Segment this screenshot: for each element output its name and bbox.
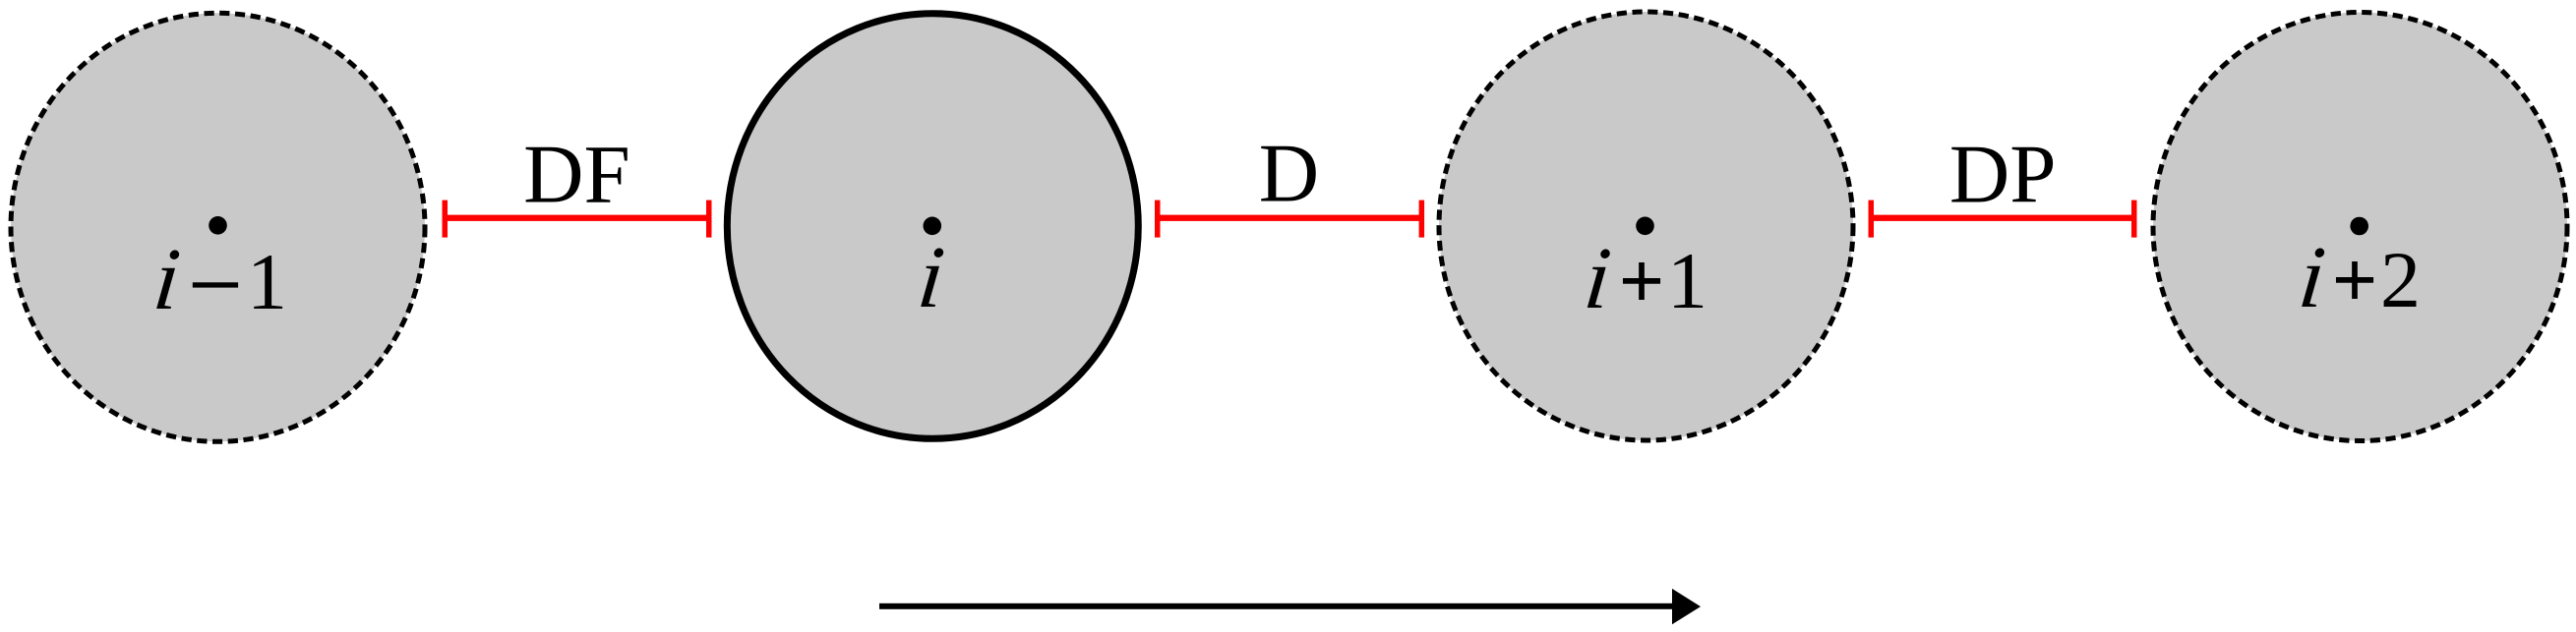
svg-text:DP: DP <box>1949 129 2057 221</box>
svg-text:D: D <box>1259 128 1319 220</box>
svg-text:+: + <box>1619 236 1665 325</box>
svg-text:+: + <box>2332 235 2378 324</box>
svg-text:DF: DF <box>523 129 630 221</box>
svg-text:1: 1 <box>1667 236 1707 325</box>
svg-text:1: 1 <box>247 237 287 326</box>
svg-text:2: 2 <box>2380 235 2421 324</box>
